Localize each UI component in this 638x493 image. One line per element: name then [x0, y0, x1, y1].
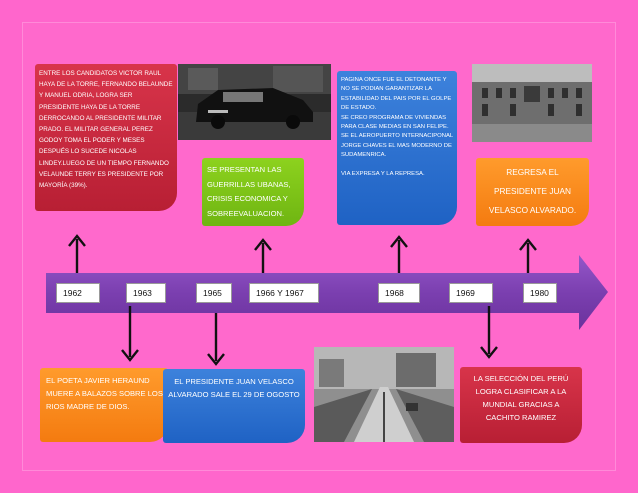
year-1969: 1969: [449, 283, 493, 303]
event-1968-text: PAGINA ONCE FUE EL DETONANTE Y NO SE POD…: [341, 77, 453, 178]
event-1965-box: EL PRESIDENTE JUAN VELASCO ALVARADO SALE…: [163, 369, 305, 443]
year-1963: 1963: [126, 283, 166, 303]
event-1968-box: PAGINA ONCE FUE EL DETONANTE Y NO SE POD…: [337, 71, 457, 225]
year-1980: 1980: [523, 283, 557, 303]
event-1980-text: REGRESA EL PRESIDENTE JUAN VELASCO ALVAR…: [488, 167, 577, 215]
event-1965-text: EL PRESIDENTE JUAN VELASCO ALVARADO SALE…: [168, 377, 300, 399]
event-1962-text: ENTRE LOS CANDIDATOS VICTOR RAUL HAYA DE…: [39, 70, 173, 190]
year-1962: 1962: [56, 283, 100, 303]
event-1966-text: SE PRESENTAN LAS GUERRILLAS UBANAS, CRIS…: [207, 165, 291, 218]
year-1966-1967: 1966 Y 1967: [249, 283, 319, 303]
year-1965: 1965: [196, 283, 232, 303]
palace-photo-top: [472, 64, 592, 142]
event-1966-box: SE PRESENTAN LAS GUERRILLAS UBANAS, CRIS…: [202, 158, 304, 226]
event-1969-text: LA SELECCIÓN DEL PERÚ LOGRA CLASIFICAR A…: [473, 374, 569, 422]
event-1963-text: EL POETA JAVIER HERAUND MUERE A BALAZOS …: [46, 376, 163, 411]
year-1968: 1968: [378, 283, 420, 303]
car-photo: [178, 64, 331, 140]
street-photo: [314, 347, 454, 442]
event-1969-box: LA SELECCIÓN DEL PERÚ LOGRA CLASIFICAR A…: [460, 367, 582, 443]
event-1963-box: EL POETA JAVIER HERAUND MUERE A BALAZOS …: [40, 368, 168, 442]
event-1962-box: ENTRE LOS CANDIDATOS VICTOR RAUL HAYA DE…: [35, 64, 177, 211]
event-1980-box: REGRESA EL PRESIDENTE JUAN VELASCO ALVAR…: [476, 158, 589, 226]
